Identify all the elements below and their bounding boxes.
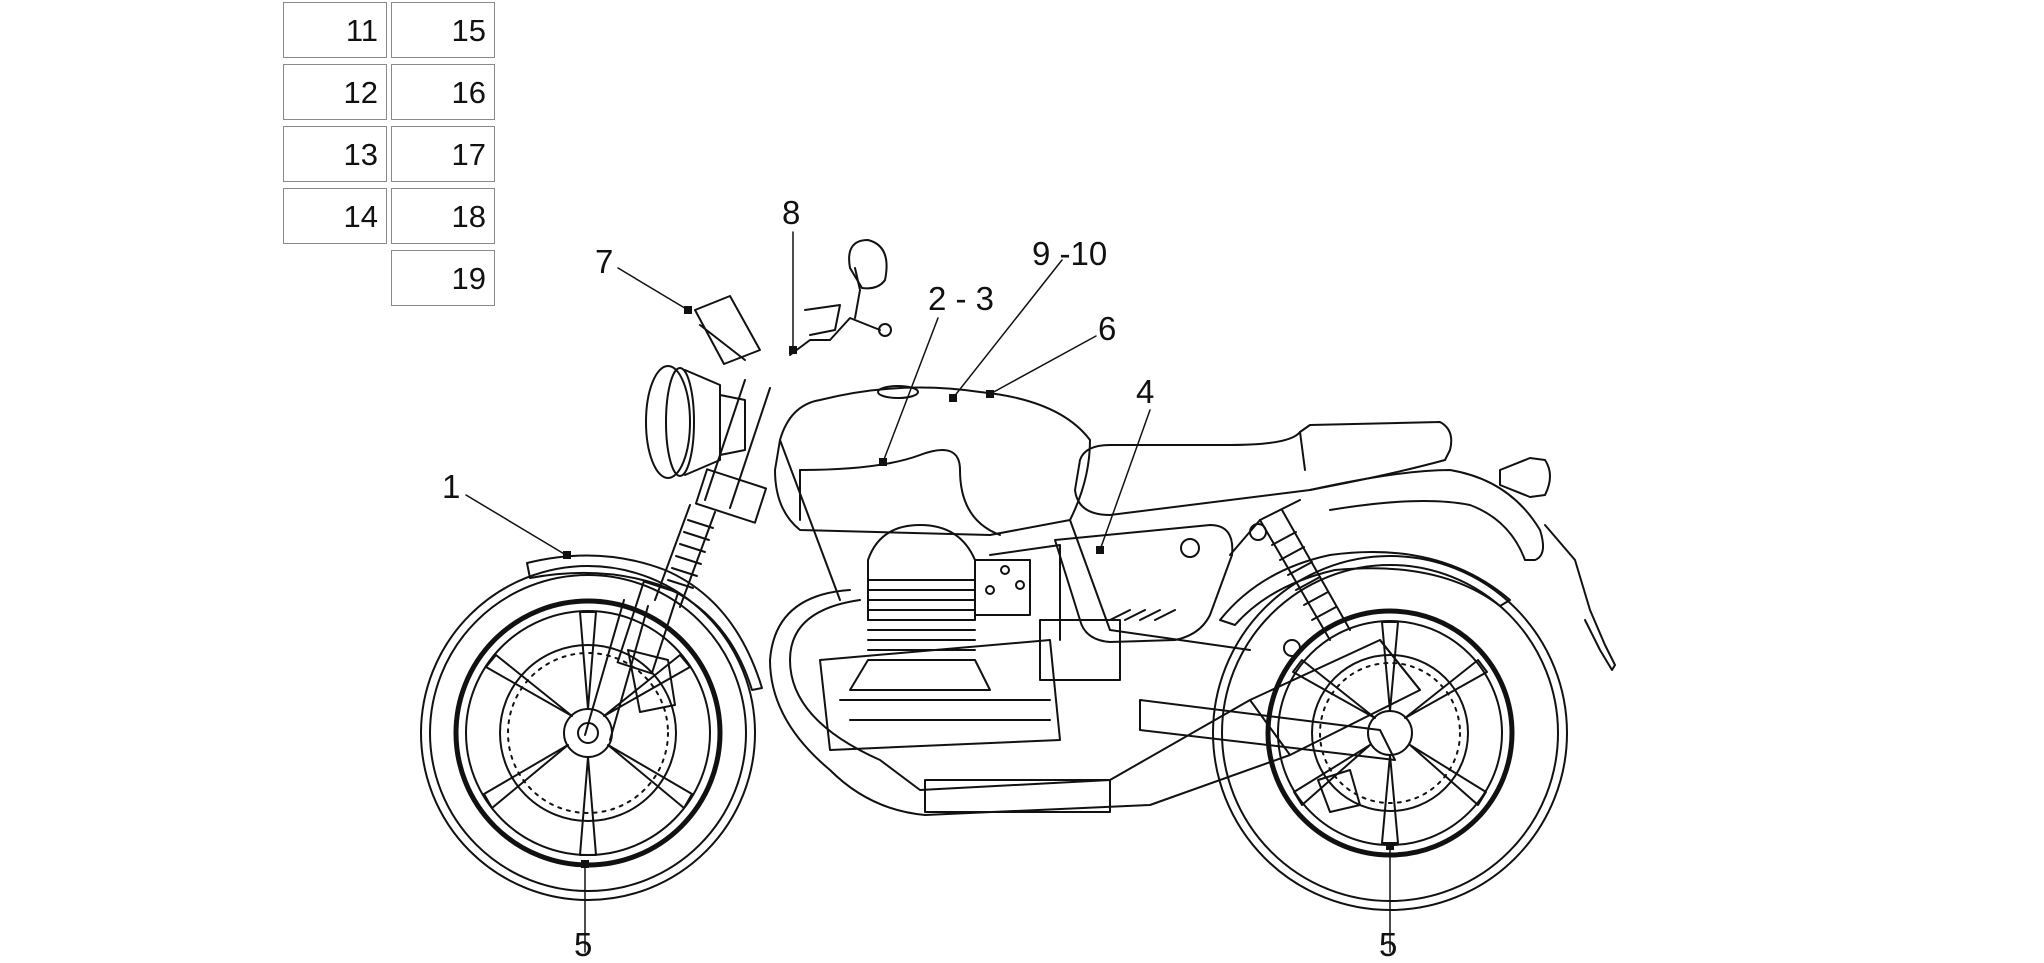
callout-5-front: 5 — [574, 926, 593, 963]
engine — [819, 524, 1121, 751]
front-fork — [584, 379, 771, 741]
instrument-cluster — [694, 295, 761, 365]
leader-lines — [465, 231, 1391, 953]
callout-8: 8 — [782, 194, 801, 231]
rear-wheel — [1212, 555, 1568, 911]
callout-1: 1 — [442, 468, 461, 505]
leader-line-4 — [1099, 409, 1151, 551]
ref-cell-13: 13 — [283, 126, 387, 182]
callout-4: 4 — [1136, 373, 1155, 410]
swingarm — [1139, 699, 1396, 761]
ref-cell-19: 19 — [391, 250, 495, 306]
handlebar — [789, 267, 892, 356]
tail-light — [1499, 457, 1551, 498]
callout-7: 7 — [595, 243, 614, 280]
side-panel — [1054, 524, 1234, 643]
callout-markers — [563, 306, 1394, 868]
ref-cell-14: 14 — [283, 188, 387, 244]
ref-cell-12: 12 — [283, 64, 387, 120]
seat — [1074, 421, 1453, 516]
callout-2-3: 2 - 3 — [928, 280, 995, 317]
leader-line-9-10 — [952, 259, 1063, 399]
ref-cell-17: 17 — [391, 126, 495, 182]
rear-brake-caliper — [1317, 769, 1361, 813]
fuel-tank — [774, 385, 1091, 536]
callout-6: 6 — [1098, 310, 1117, 347]
front-wheel — [420, 565, 756, 901]
license-bracket — [1544, 524, 1616, 671]
leader-line-7 — [617, 267, 689, 311]
front-brake-caliper — [627, 649, 676, 713]
front-fender — [526, 554, 763, 691]
exhaust — [769, 589, 1421, 816]
rear-frame — [1309, 469, 1545, 561]
front-spokes — [483, 611, 693, 856]
callout-9-10: 9 -10 — [1032, 235, 1108, 272]
leader-line-2-3 — [882, 317, 939, 463]
ref-cell-18: 18 — [391, 188, 495, 244]
ref-cell-15: 15 — [391, 2, 495, 58]
leader-line-1 — [465, 494, 567, 556]
rear-fender — [1219, 551, 1511, 626]
ref-cell-16: 16 — [391, 64, 495, 120]
ref-cell-11: 11 — [283, 2, 387, 58]
headlight — [645, 365, 746, 479]
callout-5-rear: 5 — [1379, 926, 1398, 963]
rear-spokes — [1292, 621, 1488, 844]
mirror — [848, 239, 888, 290]
rear-shock — [1249, 509, 1351, 657]
leader-line-6 — [989, 335, 1097, 395]
